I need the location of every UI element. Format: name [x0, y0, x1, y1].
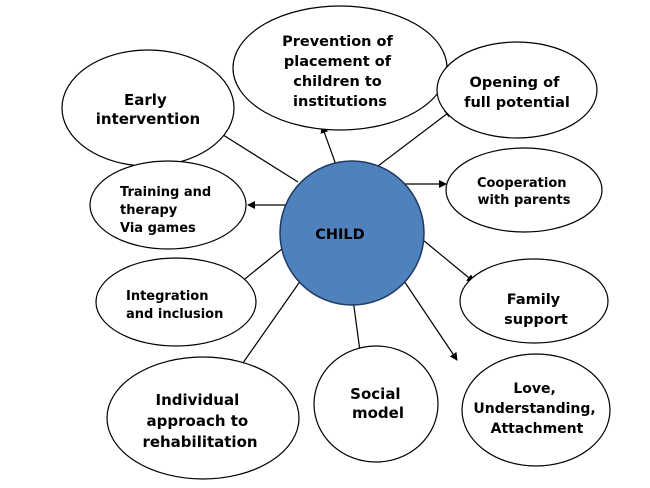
node-individual-line-2: approach to — [147, 412, 249, 430]
node-social: Social model — [313, 345, 439, 463]
node-love: Love, Understanding, Attachment — [461, 353, 611, 467]
node-prevention-line-2: placement of — [284, 54, 392, 70]
arrow-to-early — [211, 127, 299, 183]
node-training: Training and therapy Via games — [89, 160, 247, 250]
svg-text:Family support: Family support — [504, 292, 568, 328]
arrow-to-opening — [377, 109, 453, 167]
node-opening: Opening of full potential — [436, 41, 598, 139]
node-cooperation-line-1: Cooperation — [477, 176, 567, 191]
node-cooperation: Cooperation with parents — [445, 147, 603, 233]
svg-text:Individual approach to: Individual approach to rehabilitation — [142, 391, 257, 451]
arrow-to-individual — [237, 269, 309, 371]
node-cooperation-line-2: with parents — [478, 193, 571, 208]
svg-text:Social model: Social model — [350, 385, 406, 422]
node-individual-line-1: Individual — [156, 391, 240, 409]
svg-text:Training and therapy: Training and therapy Via games — [120, 185, 216, 236]
node-integration-line-1: Integration — [126, 289, 208, 304]
node-early-line-2: intervention — [96, 110, 201, 128]
svg-text:Early intervention: Early intervention — [96, 91, 201, 128]
node-prevention-line-4: institutions — [293, 94, 387, 110]
arrow-to-love — [399, 274, 458, 361]
node-training-line-1: Training and — [120, 185, 211, 200]
svg-text:Love, Understanding,: Love, Understanding, Attachment — [473, 381, 600, 437]
node-individual: Individual approach to rehabilitation — [106, 356, 300, 480]
svg-text:Prevention of placement: Prevention of placement of children to i… — [282, 34, 398, 110]
node-love-line-1: Love, — [513, 381, 555, 397]
node-individual-line-3: rehabilitation — [142, 433, 257, 451]
node-family-line-1: Family — [507, 292, 561, 308]
svg-text:Integration and inclusio: Integration and inclusion — [126, 289, 223, 322]
node-prevention-line-3: children to — [293, 74, 382, 90]
node-integration: Integration and inclusion — [95, 257, 257, 347]
node-love-line-3: Attachment — [491, 421, 584, 437]
node-early: Early intervention — [61, 49, 235, 167]
node-early-line-1: Early — [124, 91, 167, 109]
node-opening-line-1: Opening of — [470, 75, 561, 91]
svg-text:Cooperation with parents: Cooperation with parents — [477, 176, 571, 208]
node-family: Family support — [459, 258, 609, 344]
node-love-line-2: Understanding, — [473, 401, 595, 417]
node-prevention-line-1: Prevention of — [282, 34, 393, 50]
center-label: CHILD — [315, 227, 364, 243]
svg-text:Opening of full potentia: Opening of full potential — [464, 75, 570, 111]
node-prevention: Prevention of placement of children to i… — [232, 5, 448, 131]
center-node: CHILD — [279, 160, 425, 306]
node-opening-line-2: full potential — [464, 95, 570, 111]
node-training-line-2: therapy — [120, 203, 178, 218]
node-social-line-2: model — [352, 404, 404, 422]
node-integration-line-2: and inclusion — [126, 307, 223, 322]
node-training-line-3: Via games — [120, 221, 196, 236]
node-social-line-1: Social — [350, 385, 400, 403]
node-family-line-2: support — [504, 312, 568, 328]
